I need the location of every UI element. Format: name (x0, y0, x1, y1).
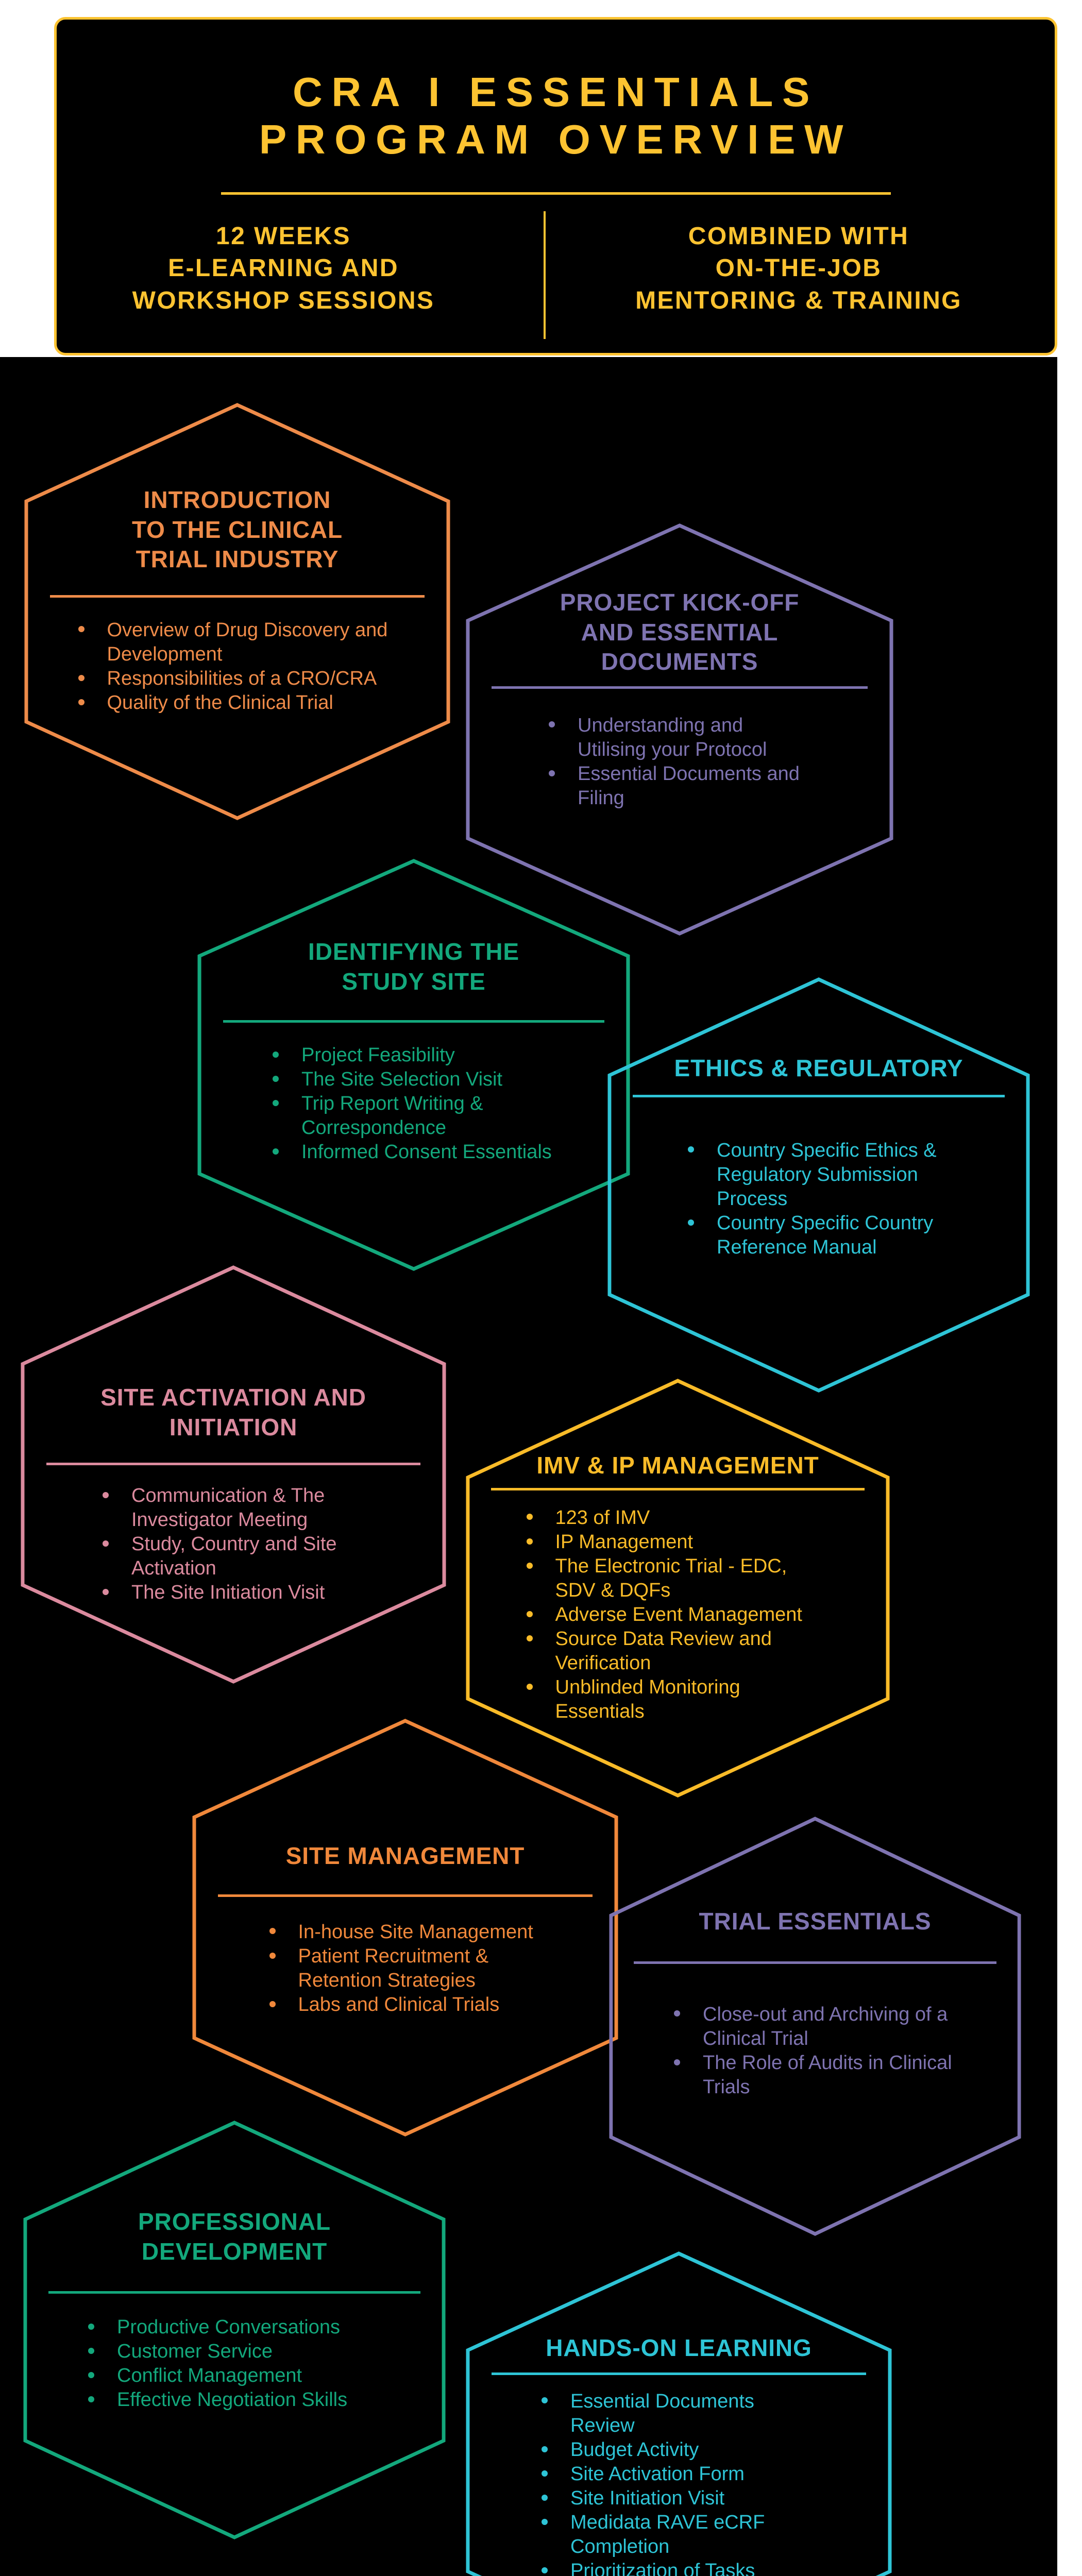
bullet-item: Understanding and Utilising your Protoco… (546, 714, 814, 762)
background-panel-main (0, 357, 1057, 2576)
module-hexagon-intro-clinical-trial-industry: INTRODUCTION TO THE CLINICAL TRIAL INDUS… (24, 403, 450, 820)
module-title: SITE ACTIVATION AND INITIATION (100, 1384, 366, 1440)
bullet-item: Essential Documents and Filing (546, 762, 814, 810)
bullet-item: Budget Activity (538, 2438, 819, 2462)
bullet-item: Unblinded Monitoring Essentials (523, 1675, 833, 1724)
bullet-item: 123 of IMV (523, 1506, 833, 1530)
module-divider (633, 1094, 1005, 1097)
header-panel: CRA I ESSENTIALS PROGRAM OVERVIEW 12 WEE… (54, 17, 1057, 355)
bullet-item: Communication & The Investigator Meeting (99, 1484, 367, 1532)
module-title: PROFESSIONAL DEVELOPMENT (138, 2208, 331, 2265)
module-hexagon-trial-essentials: TRIAL ESSENTIALS Close-out and Archiving… (609, 1817, 1021, 2236)
module-title: PROJECT KICK-OFF AND ESSENTIAL DOCUMENTS (560, 589, 800, 675)
module-bullet-list: Close-out and Archiving of a Clinical Tr… (671, 2003, 959, 2099)
program-title: CRA I ESSENTIALS PROGRAM OVERVIEW (259, 69, 853, 162)
hexagon-outline (466, 523, 893, 936)
module-bullet-list: Productive Conversations Customer Servic… (85, 2315, 384, 2412)
module-hexagon-site-management: SITE MANAGEMENT In-house Site Management… (192, 1719, 618, 2137)
module-hexagon-project-kickoff-essential-documents: PROJECT KICK-OFF AND ESSENTIAL DOCUMENTS… (466, 523, 893, 936)
module-divider (217, 1894, 593, 1897)
hexagon-outline (192, 1719, 618, 2137)
bullet-item: Effective Negotiation Skills (85, 2388, 384, 2412)
hexagon-outline (466, 2251, 892, 2576)
module-title: HANDS-ON LEARNING (546, 2334, 812, 2361)
bullet-item: Medidata RAVE eCRF Completion (538, 2511, 819, 2559)
module-title: INTRODUCTION TO THE CLINICAL TRIAL INDUS… (131, 486, 343, 572)
bullet-item: Site Initiation Visit (538, 2486, 819, 2511)
hexagon-outline (607, 977, 1030, 1393)
module-bullet-list: Understanding and Utilising your Protoco… (546, 714, 814, 810)
hexagon-outline (197, 859, 630, 1271)
bullet-item: Customer Service (85, 2340, 384, 2364)
module-divider (223, 1020, 604, 1023)
module-hexagon-site-activation-initiation: SITE ACTIVATION AND INITIATION Communica… (21, 1265, 446, 1684)
bullet-item: Site Activation Form (538, 2462, 819, 2486)
bullet-item: Source Data Review and Verification (523, 1627, 833, 1675)
module-divider (634, 1961, 996, 1964)
module-title: ETHICS & REGULATORY (674, 1055, 963, 1081)
bullet-item: Informed Consent Essentials (269, 1140, 558, 1164)
hexagon-outline (609, 1817, 1021, 2236)
module-divider (491, 1487, 865, 1490)
module-title: IMV & IP MANAGEMENT (536, 1452, 819, 1479)
module-divider (491, 2372, 867, 2375)
bullet-item: Project Feasibility (269, 1043, 558, 1067)
bullet-item: Productive Conversations (85, 2315, 384, 2340)
module-divider (491, 686, 868, 689)
bullet-item: Country Specific Country Reference Manua… (685, 1211, 953, 1260)
bullet-item: Quality of the Clinical Trial (75, 691, 400, 715)
header-divider (221, 192, 891, 195)
hexagon-outline (23, 2121, 446, 2539)
bullet-item: Prioritization of Tasks (538, 2559, 819, 2576)
module-bullet-list: Project Feasibility The Site Selection V… (269, 1043, 558, 1165)
bullet-item: Trip Report Writing & Correspondence (269, 1092, 558, 1140)
module-bullet-list: Overview of Drug Discovery and Developme… (75, 618, 400, 715)
module-bullet-list: Communication & The Investigator Meeting… (99, 1484, 367, 1605)
bullet-item: IP Management (523, 1530, 833, 1554)
bullet-item: The Role of Audits in Clinical Trials (671, 2051, 959, 2099)
module-hexagon-professional-development: PROFESSIONAL DEVELOPMENT Productive Conv… (23, 2121, 446, 2539)
bullet-item: Adverse Event Management (523, 1603, 833, 1627)
module-bullet-list: Essential Documents Review Budget Activi… (538, 2389, 819, 2576)
module-bullet-list: In-house Site Management Patient Recruit… (266, 1920, 545, 2017)
bullet-item: Country Specific Ethics & Regulatory Sub… (685, 1139, 953, 1211)
hexagon-outline (24, 403, 450, 820)
bullet-item: The Site Initiation Visit (99, 1581, 367, 1605)
module-bullet-list: 123 of IMV IP Management The Electronic … (523, 1506, 833, 1724)
bullet-item: Essential Documents Review (538, 2389, 819, 2438)
module-title: SITE MANAGEMENT (285, 1842, 525, 1869)
bullet-item: Study, Country and Site Activation (99, 1532, 367, 1581)
hexagon-outline (21, 1265, 446, 1684)
bullet-item: Responsibilities of a CRO/CRA (75, 667, 400, 691)
module-bullet-list: Country Specific Ethics & Regulatory Sub… (685, 1139, 953, 1260)
bullet-item: The Electronic Trial - EDC, SDV & DQFs (523, 1554, 833, 1603)
module-hexagon-identifying-study-site: IDENTIFYING THE STUDY SITE Project Feasi… (197, 859, 630, 1271)
module-title: TRIAL ESSENTIALS (699, 1908, 932, 1935)
module-divider (49, 595, 425, 598)
bullet-item: Conflict Management (85, 2364, 384, 2388)
module-hexagon-hands-on-learning: HANDS-ON LEARNING Essential Documents Re… (466, 2251, 892, 2576)
module-divider (48, 2291, 420, 2294)
bullet-item: The Site Selection Visit (269, 1067, 558, 1092)
module-title: IDENTIFYING THE STUDY SITE (308, 938, 519, 995)
bullet-item: Overview of Drug Discovery and Developme… (75, 618, 400, 667)
delivery-subtitle: COMBINED WITH ON-THE-JOB MENTORING & TRA… (635, 223, 962, 314)
module-hexagon-ethics-regulatory: ETHICS & REGULATORY Country Specific Eth… (607, 977, 1030, 1393)
module-hexagon-imv-ip-management: IMV & IP MANAGEMENT 123 of IMV IP Manage… (466, 1379, 890, 1798)
module-divider (46, 1463, 421, 1465)
bullet-item: In-house Site Management (266, 1920, 545, 1944)
bullet-item: Patient Recruitment & Retention Strategi… (266, 1944, 545, 1993)
bullet-item: Labs and Clinical Trials (266, 1993, 545, 2017)
subtitle-separator (544, 211, 546, 339)
bullet-item: Close-out and Archiving of a Clinical Tr… (671, 2003, 959, 2051)
duration-subtitle: 12 WEEKS E-LEARNING AND WORKSHOP SESSION… (132, 223, 435, 314)
hexagon-outline (466, 1379, 890, 1798)
